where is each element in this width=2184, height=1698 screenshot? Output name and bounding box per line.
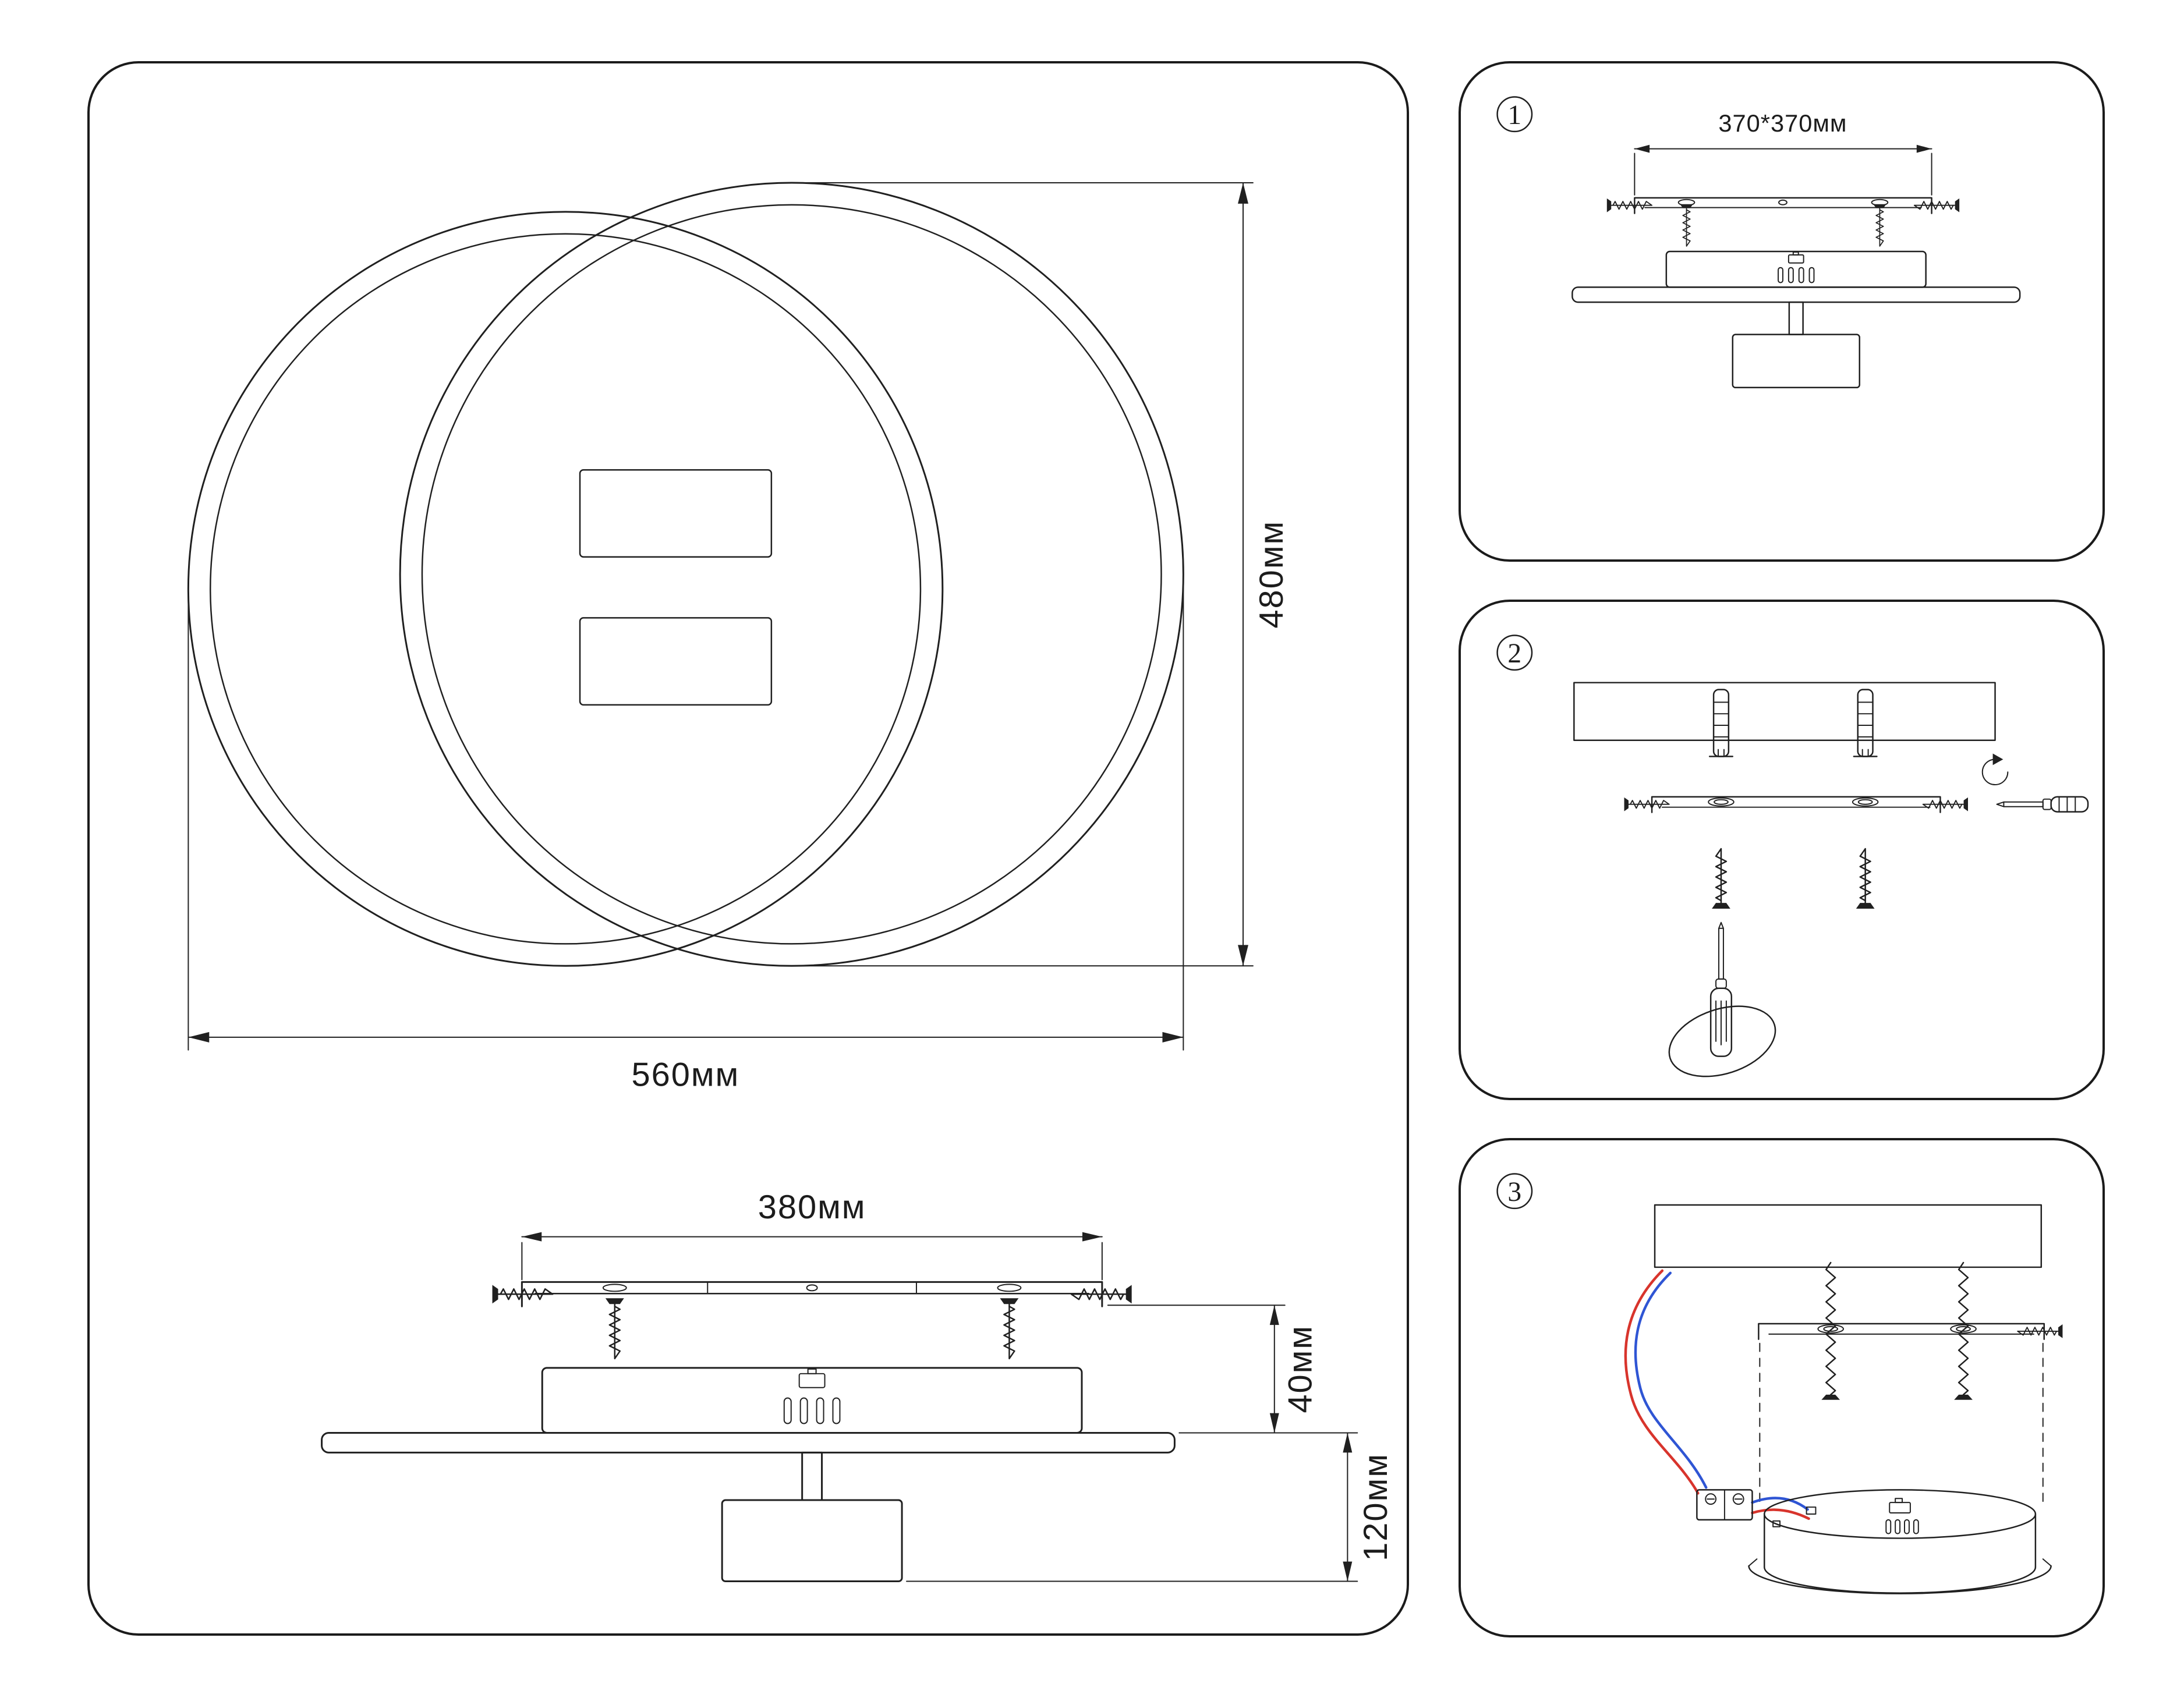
- dim-120: 120мм: [906, 1432, 1394, 1582]
- driver-box-top: [579, 469, 773, 558]
- left-ring-outer: [187, 211, 944, 967]
- right-ring-inner: [421, 204, 1162, 945]
- step-number-badge: 2: [1496, 634, 1533, 671]
- connector-icon: [798, 1368, 826, 1388]
- bracket-width-label: 380мм: [758, 1189, 866, 1226]
- canopy-base: [1748, 1489, 2052, 1594]
- left-ring-inner: [210, 233, 922, 945]
- side-screw-left-icon: [1623, 796, 1670, 812]
- ceiling-screw-left-icon: [1679, 203, 1694, 247]
- connector-icon: [1787, 251, 1804, 264]
- dim-480: 480мм: [794, 182, 1290, 967]
- body-height-label: 120мм: [1357, 1453, 1394, 1561]
- canopy-box: [721, 1499, 903, 1583]
- wire-red-out: [1751, 1508, 1810, 1520]
- fixing-screw-left-icon: [1711, 848, 1732, 910]
- recess-depth-label: 40мм: [1282, 1325, 1319, 1413]
- base-plate: [1571, 286, 2021, 303]
- ceiling-screw-right-icon: [1872, 203, 1887, 247]
- ceiling-screw-right-icon: [999, 1298, 1020, 1360]
- hand-outline: [1668, 1005, 1776, 1077]
- fixture-side-view: [1571, 250, 2021, 389]
- mounting-bracket: [1634, 197, 1932, 214]
- ceiling-screw-left-icon: [604, 1298, 625, 1360]
- fixing-screw-left-icon: [1821, 1261, 1840, 1400]
- fixing-screw-right-icon: [1855, 848, 1875, 910]
- mounting-bracket: [1758, 1323, 2045, 1341]
- side-screw-right-icon: [1913, 197, 1960, 213]
- wire-entry-mark: [1806, 1506, 1817, 1515]
- step-2-panel: 2: [1459, 600, 2105, 1100]
- fixing-screw-right-icon: [1954, 1261, 1973, 1400]
- dowel-right-icon: [1853, 689, 1878, 757]
- driver-box-bottom: [579, 617, 773, 706]
- side-screw-right-icon: [1922, 796, 1969, 812]
- step-1-panel: 1 370*370мм: [1459, 61, 2105, 562]
- side-screw-left-icon: [1606, 197, 1653, 213]
- stem: [1788, 301, 1804, 335]
- stem: [801, 1451, 823, 1501]
- dim-40: 40мм: [1107, 1304, 1319, 1434]
- step-number: 1: [1507, 100, 1521, 130]
- step-number: 3: [1507, 1177, 1521, 1207]
- screwdriver-vertical-icon: [1668, 921, 1776, 1077]
- connector-icon: [1889, 1498, 1911, 1513]
- step-number: 2: [1507, 639, 1521, 669]
- dim-370: 370*370мм: [1634, 109, 1932, 196]
- wire-red: [1624, 1269, 1700, 1495]
- right-ring-outer: [399, 182, 1184, 967]
- dowel-left-icon: [1708, 689, 1734, 757]
- vent-slots-icon: [783, 1397, 841, 1424]
- width-dimension-label: 560мм: [631, 1057, 739, 1094]
- step-1-drawing: 1 370*370мм: [1496, 96, 2021, 389]
- mounting-bracket: [1651, 796, 1941, 813]
- dimensions-panel: 560мм 480мм 380мм: [87, 61, 1409, 1636]
- vent-slots-icon: [1885, 1519, 1919, 1534]
- dim-380: 380мм: [521, 1189, 1103, 1281]
- driver-housing: [541, 1367, 1083, 1434]
- step-2-drawing: 2: [1496, 634, 2089, 1077]
- step-3-drawing: 3: [1496, 1173, 2063, 1594]
- top-view: [187, 182, 1184, 967]
- wire-blue-out: [1751, 1497, 1809, 1511]
- height-dimension-label: 480мм: [1253, 520, 1290, 629]
- driver-housing: [1665, 250, 1927, 288]
- vent-slots-icon: [1778, 267, 1815, 283]
- step-3-panel: 3: [1459, 1138, 2105, 1637]
- rotate-arrow-icon: [1981, 753, 2009, 786]
- ceiling: [1573, 682, 1996, 742]
- canopy-box: [1732, 334, 1860, 389]
- wire-blue: [1634, 1271, 1708, 1489]
- step-number-badge: 3: [1496, 1173, 1533, 1210]
- base-plate: [321, 1431, 1176, 1454]
- side-screw-right-icon: [2017, 1324, 2063, 1339]
- step-number-badge: 1: [1496, 96, 1533, 133]
- bracket-size-label: 370*370мм: [1718, 109, 1847, 137]
- screwdriver-horizontal-icon: [1996, 796, 2089, 813]
- ceiling: [1654, 1204, 2043, 1268]
- dim-560: 560мм: [187, 579, 1184, 1094]
- dimension-drawing: 560мм 480мм 380мм: [187, 182, 1394, 1583]
- side-view: 380мм: [321, 1189, 1394, 1583]
- side-clip-mark: [1772, 1520, 1781, 1527]
- terminal-block: [1696, 1489, 1753, 1521]
